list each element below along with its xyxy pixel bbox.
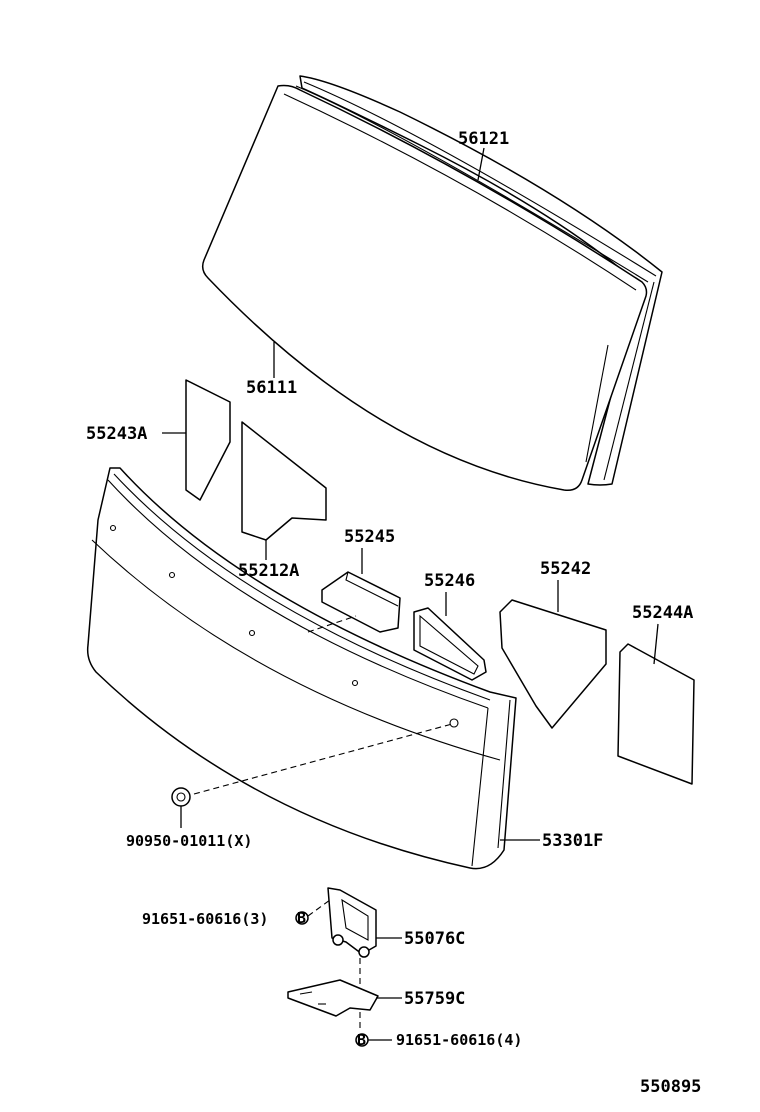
label-55242: 55242 — [540, 559, 591, 579]
label-53301f: 53301F — [542, 831, 603, 851]
label-90950-01011: 90950-01011(X) — [126, 832, 252, 850]
bolt-icon: B — [295, 909, 309, 927]
label-55246: 55246 — [424, 571, 475, 591]
pad-55244a — [617, 643, 695, 785]
bracket-55076c — [327, 887, 377, 958]
pad-55212a — [241, 421, 327, 541]
dashed-guide — [193, 723, 453, 795]
cowl-panel — [86, 467, 517, 870]
svg-text:B: B — [357, 1031, 366, 1049]
label-91651-60616-4: 91651-60616(4) — [396, 1031, 522, 1049]
bracket-55759c — [287, 979, 379, 1017]
pad-55243a — [185, 379, 231, 501]
windshield-glass — [201, 84, 648, 492]
label-56111: 56111 — [246, 378, 297, 398]
dashed-guide — [307, 615, 357, 633]
dashed-guide — [307, 899, 331, 917]
bolt-icon: B — [355, 1031, 369, 1049]
svg-text:B: B — [297, 909, 306, 927]
label-91651-60616-3: 91651-60616(3) — [142, 910, 268, 928]
label-55244a: 55244A — [632, 603, 693, 623]
label-55243a: 55243A — [86, 424, 147, 444]
label-55245: 55245 — [344, 527, 395, 547]
label-55076c: 55076C — [404, 929, 465, 949]
clip-90950 — [171, 787, 191, 807]
label-55212a: 55212A — [238, 561, 299, 581]
diagram-code: 550895 — [640, 1077, 701, 1097]
label-55759c: 55759C — [404, 989, 465, 1009]
windshield-molding — [295, 75, 663, 486]
label-56121: 56121 — [458, 129, 509, 149]
pad-55242 — [499, 599, 607, 729]
leader-lines — [162, 147, 659, 1041]
block-55246 — [413, 607, 487, 681]
block-55245 — [321, 571, 401, 633]
